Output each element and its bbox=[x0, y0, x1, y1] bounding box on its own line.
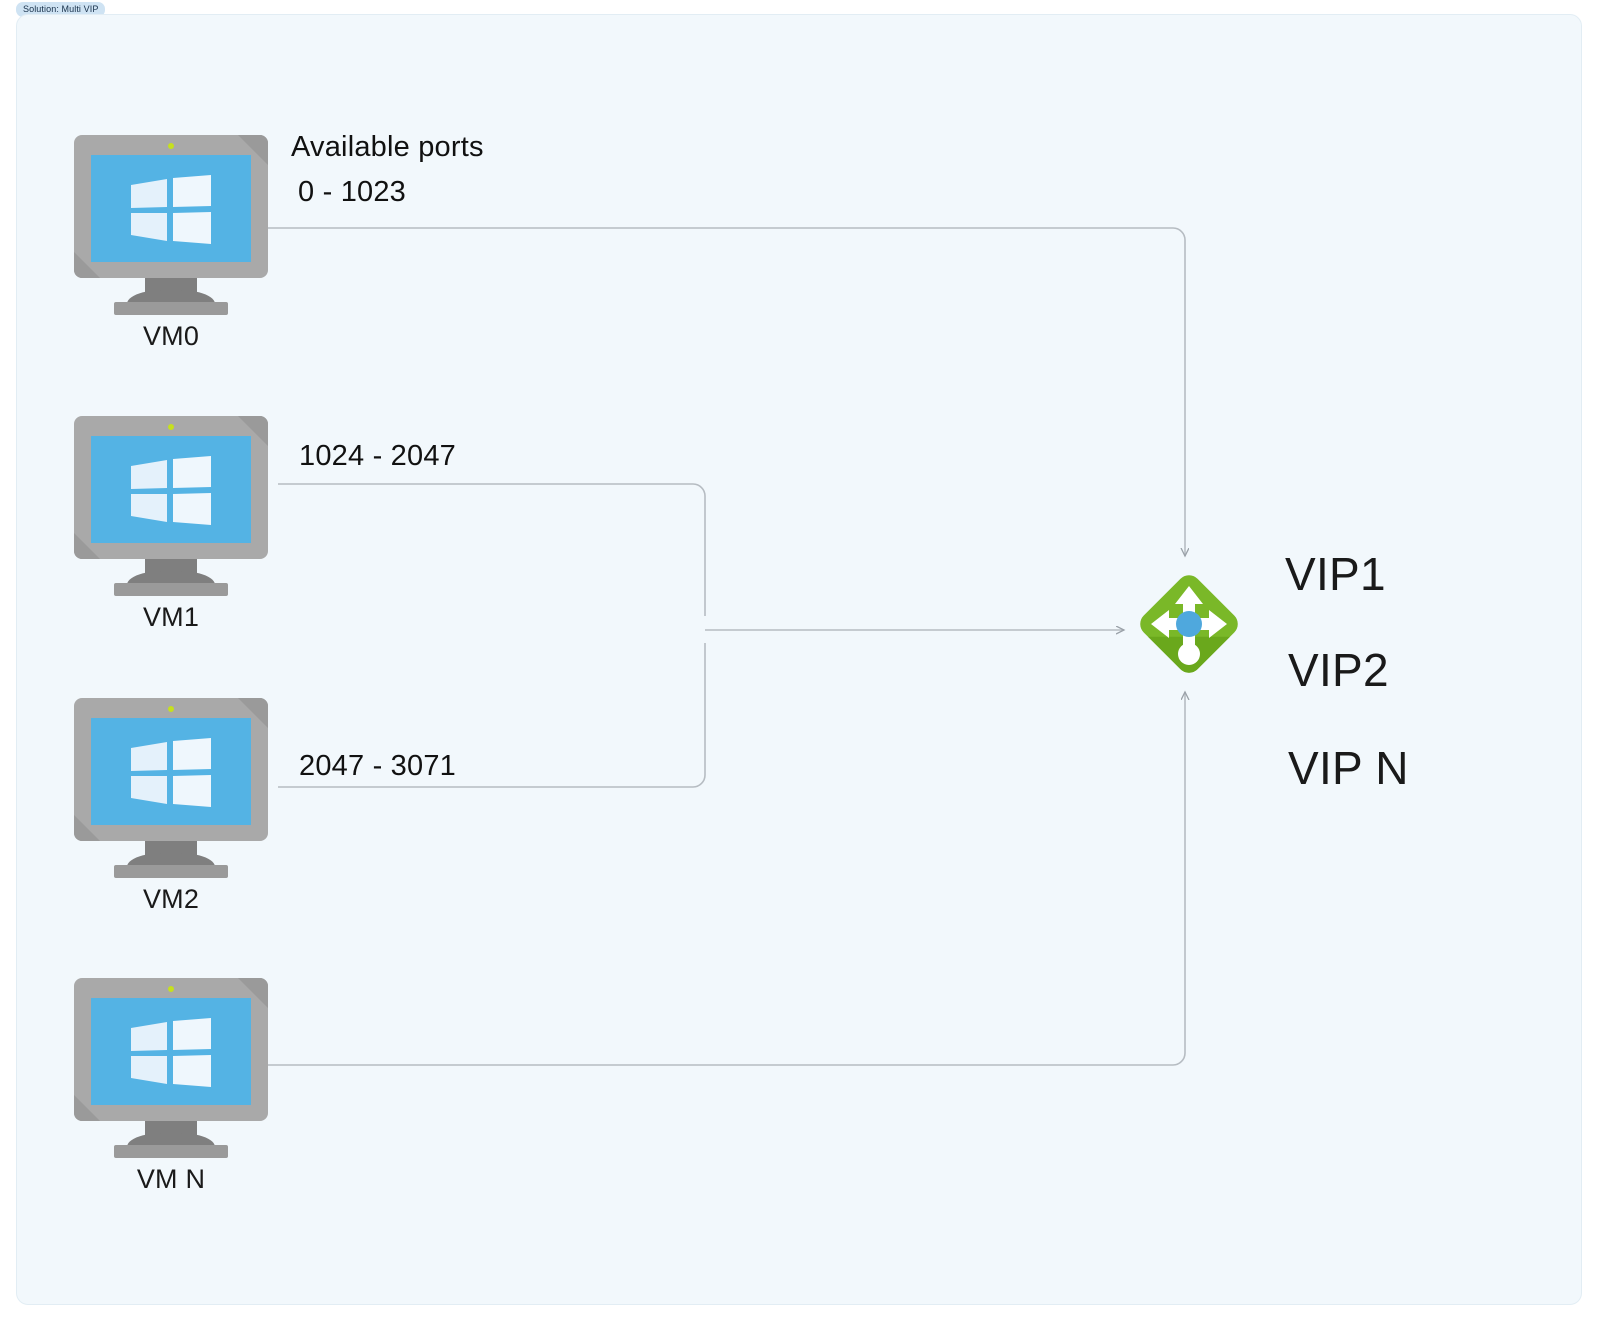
vm-label: VM2 bbox=[142, 884, 200, 914]
port-range-vm2: 2047 - 3071 bbox=[299, 750, 456, 782]
vm-node-1[interactable]: VM1 bbox=[74, 416, 274, 632]
monitor-neck bbox=[127, 559, 215, 585]
monitor-screen bbox=[91, 998, 251, 1105]
monitor-base bbox=[114, 865, 228, 878]
windows-logo-icon bbox=[131, 738, 211, 807]
monitor-led-icon bbox=[168, 986, 174, 992]
monitor-base bbox=[114, 1145, 228, 1158]
vm-label: VM N bbox=[136, 1164, 206, 1194]
vm-label: VM0 bbox=[142, 321, 200, 351]
monitor-bezel bbox=[74, 698, 268, 841]
monitor-bezel bbox=[74, 978, 268, 1121]
vm-node-n[interactable]: VM N bbox=[74, 978, 274, 1194]
monitor-base bbox=[114, 583, 228, 596]
monitor-screen bbox=[91, 155, 251, 262]
monitor-screen bbox=[91, 718, 251, 825]
vm-node-0[interactable]: VM0 bbox=[74, 135, 274, 351]
monitor-base bbox=[114, 302, 228, 315]
windows-logo-icon bbox=[131, 456, 211, 525]
vip-label-1: VIP1 bbox=[1285, 548, 1386, 600]
monitor-neck bbox=[127, 278, 215, 304]
vm-node-2[interactable]: VM2 bbox=[74, 698, 274, 914]
windows-vm-icon: VM N bbox=[74, 978, 268, 1194]
load-balancer-icon bbox=[1140, 575, 1238, 673]
vip-label-n: VIP N bbox=[1288, 742, 1409, 794]
monitor-led-icon bbox=[168, 424, 174, 430]
windows-vm-icon: VM2 bbox=[74, 698, 268, 914]
monitor-led-icon bbox=[168, 706, 174, 712]
windows-vm-icon: VM1 bbox=[74, 416, 268, 632]
windows-logo-icon bbox=[131, 1018, 211, 1087]
port-range-vm0: 0 - 1023 bbox=[298, 176, 407, 208]
available-ports-heading: Available ports bbox=[291, 131, 484, 163]
solution-badge: Solution: Multi VIP bbox=[16, 2, 106, 17]
monitor-led-icon bbox=[168, 143, 174, 149]
monitor-neck bbox=[127, 1121, 215, 1147]
monitor-screen bbox=[91, 436, 251, 543]
monitor-bezel bbox=[74, 416, 268, 559]
monitor-neck bbox=[127, 841, 215, 867]
load-balancer-node[interactable] bbox=[1133, 568, 1245, 680]
monitor-bezel bbox=[74, 135, 268, 278]
port-range-vm1: 1024 - 2047 bbox=[299, 440, 456, 472]
windows-vm-icon: VM0 bbox=[74, 135, 268, 351]
vip-label-2: VIP2 bbox=[1288, 644, 1389, 696]
windows-logo-icon bbox=[131, 175, 211, 244]
vm-label: VM1 bbox=[142, 602, 200, 632]
